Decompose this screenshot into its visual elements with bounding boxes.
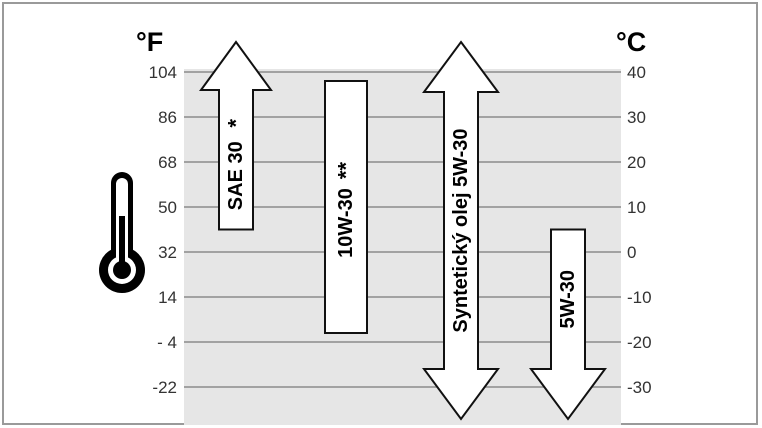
tick-label-fahrenheit: 32 (158, 243, 177, 262)
oil-band-note: * (224, 119, 249, 128)
oil-viscosity-chart: SAE 30 * 10W-30 ** Syntetický olej 5W-30 5W-3… (99, 27, 652, 425)
oil-band-label: Syntetický olej 5W-30 (450, 128, 472, 332)
oil-band-label: SAE 30 (225, 141, 247, 210)
tick-label-celsius: -20 (627, 333, 652, 352)
tick-label-celsius: -10 (627, 288, 652, 307)
oil-band-3 (529, 228, 607, 421)
celsius-unit: °C (616, 27, 646, 57)
tick-label-celsius: 20 (627, 153, 646, 172)
tick-label-fahrenheit: 104 (149, 63, 177, 82)
tick-label-celsius: 0 (627, 243, 636, 262)
oil-band-2 (422, 40, 500, 421)
tick-label-fahrenheit: 68 (158, 153, 177, 172)
oil-band-note: ** (334, 162, 359, 180)
oil-band-label: 10W-30 (335, 188, 357, 258)
tick-label-celsius: -30 (627, 378, 652, 397)
tick-label-fahrenheit: 86 (158, 108, 177, 127)
tick-label-fahrenheit: - 4 (157, 333, 177, 352)
tick-label-celsius: 10 (627, 198, 646, 217)
fahrenheit-unit: °F (136, 27, 163, 57)
oil-band-0 (199, 40, 273, 231)
oil-band-1 (324, 80, 368, 334)
thermometer-icon (99, 172, 145, 293)
oil-band-label: 5W-30 (557, 270, 579, 329)
tick-label-fahrenheit: 50 (158, 198, 177, 217)
tick-label-celsius: 40 (627, 63, 646, 82)
tick-label-celsius: 30 (627, 108, 646, 127)
chart-background (184, 69, 621, 425)
tick-label-fahrenheit: 14 (158, 288, 177, 307)
tick-label-fahrenheit: -22 (152, 378, 177, 397)
